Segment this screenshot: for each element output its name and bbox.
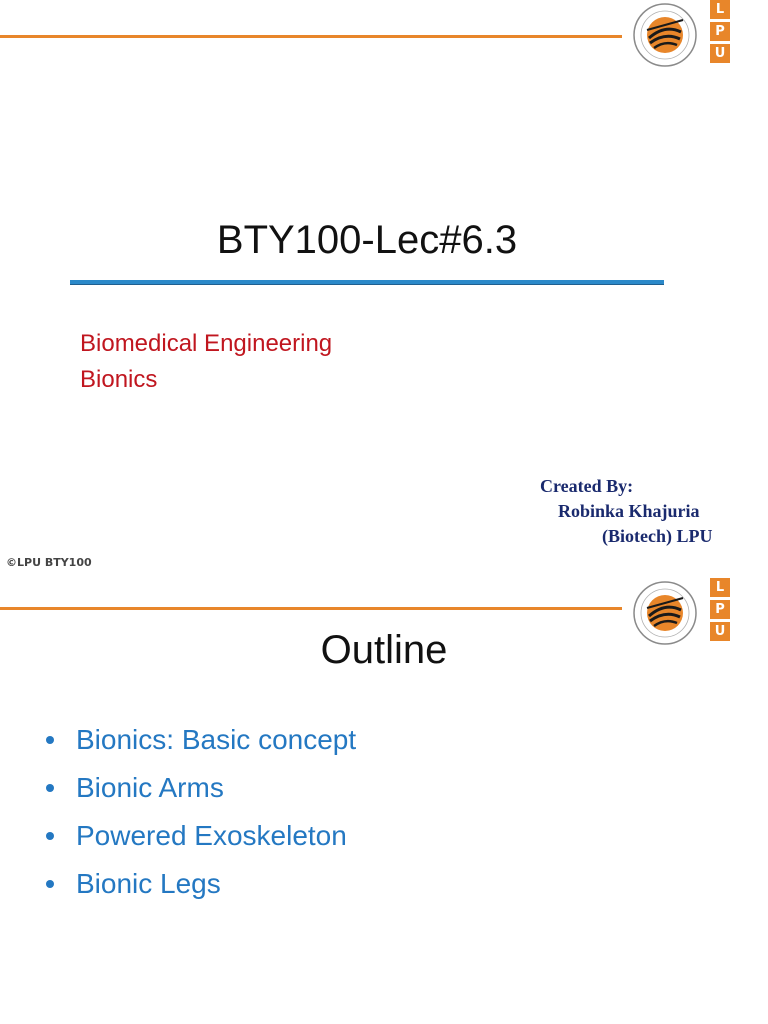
- list-item: Bionics: Basic concept: [46, 716, 356, 764]
- logo-letter: U: [710, 44, 730, 63]
- header-rule: [0, 35, 622, 38]
- slide-title: Outline: [320, 628, 448, 672]
- list-item-text: Bionic Legs: [76, 868, 221, 899]
- list-item-text: Powered Exoskeleton: [76, 820, 347, 851]
- logo-letter: L: [710, 578, 730, 597]
- title-slide: L P U BTY100-Lec#6.3 Biomedical Engineer…: [0, 0, 762, 569]
- list-item: Powered Exoskeleton: [46, 812, 356, 860]
- author-credits: Created By: Robinka Khajuria (Biotech) L…: [532, 474, 752, 549]
- lpu-letter-stack: L P U: [710, 578, 732, 644]
- list-item-text: Bionic Arms: [76, 772, 224, 803]
- logo-letter: L: [710, 0, 730, 19]
- author-name: Robinka Khajuria: [558, 501, 700, 521]
- bullet-icon: [46, 880, 54, 888]
- author-affiliation: (Biotech) LPU: [602, 526, 713, 546]
- copyright-notice: ©LPU BTY100: [6, 556, 92, 569]
- lpu-letter-stack: L P U: [710, 0, 732, 66]
- logo-letter: P: [710, 22, 730, 41]
- lpu-logo: L P U: [632, 0, 762, 70]
- lpu-seal-icon: [633, 581, 697, 645]
- outline-slide: L P U Outline Bionics: Basic concept Bio…: [0, 578, 768, 1024]
- slide-title: BTY100-Lec#6.3: [216, 218, 518, 262]
- credits-label: Created By:: [540, 476, 634, 496]
- subtitle-line: Biomedical Engineering: [80, 330, 333, 357]
- lpu-logo: L P U: [632, 578, 762, 648]
- lpu-seal-icon: [633, 3, 697, 67]
- bullet-icon: [46, 736, 54, 744]
- bullet-icon: [46, 832, 54, 840]
- outline-list: Bionics: Basic concept Bionic Arms Power…: [46, 716, 356, 908]
- title-underline: [70, 280, 664, 285]
- list-item: Bionic Legs: [46, 860, 356, 908]
- logo-letter: P: [710, 600, 730, 619]
- logo-letter: U: [710, 622, 730, 641]
- subtitle-line: Bionics: [80, 366, 158, 393]
- slide-subtitle: Biomedical Engineering Bionics: [80, 326, 332, 398]
- header-rule: [0, 607, 622, 610]
- bullet-icon: [46, 784, 54, 792]
- list-item: Bionic Arms: [46, 764, 356, 812]
- list-item-text: Bionics: Basic concept: [76, 724, 357, 755]
